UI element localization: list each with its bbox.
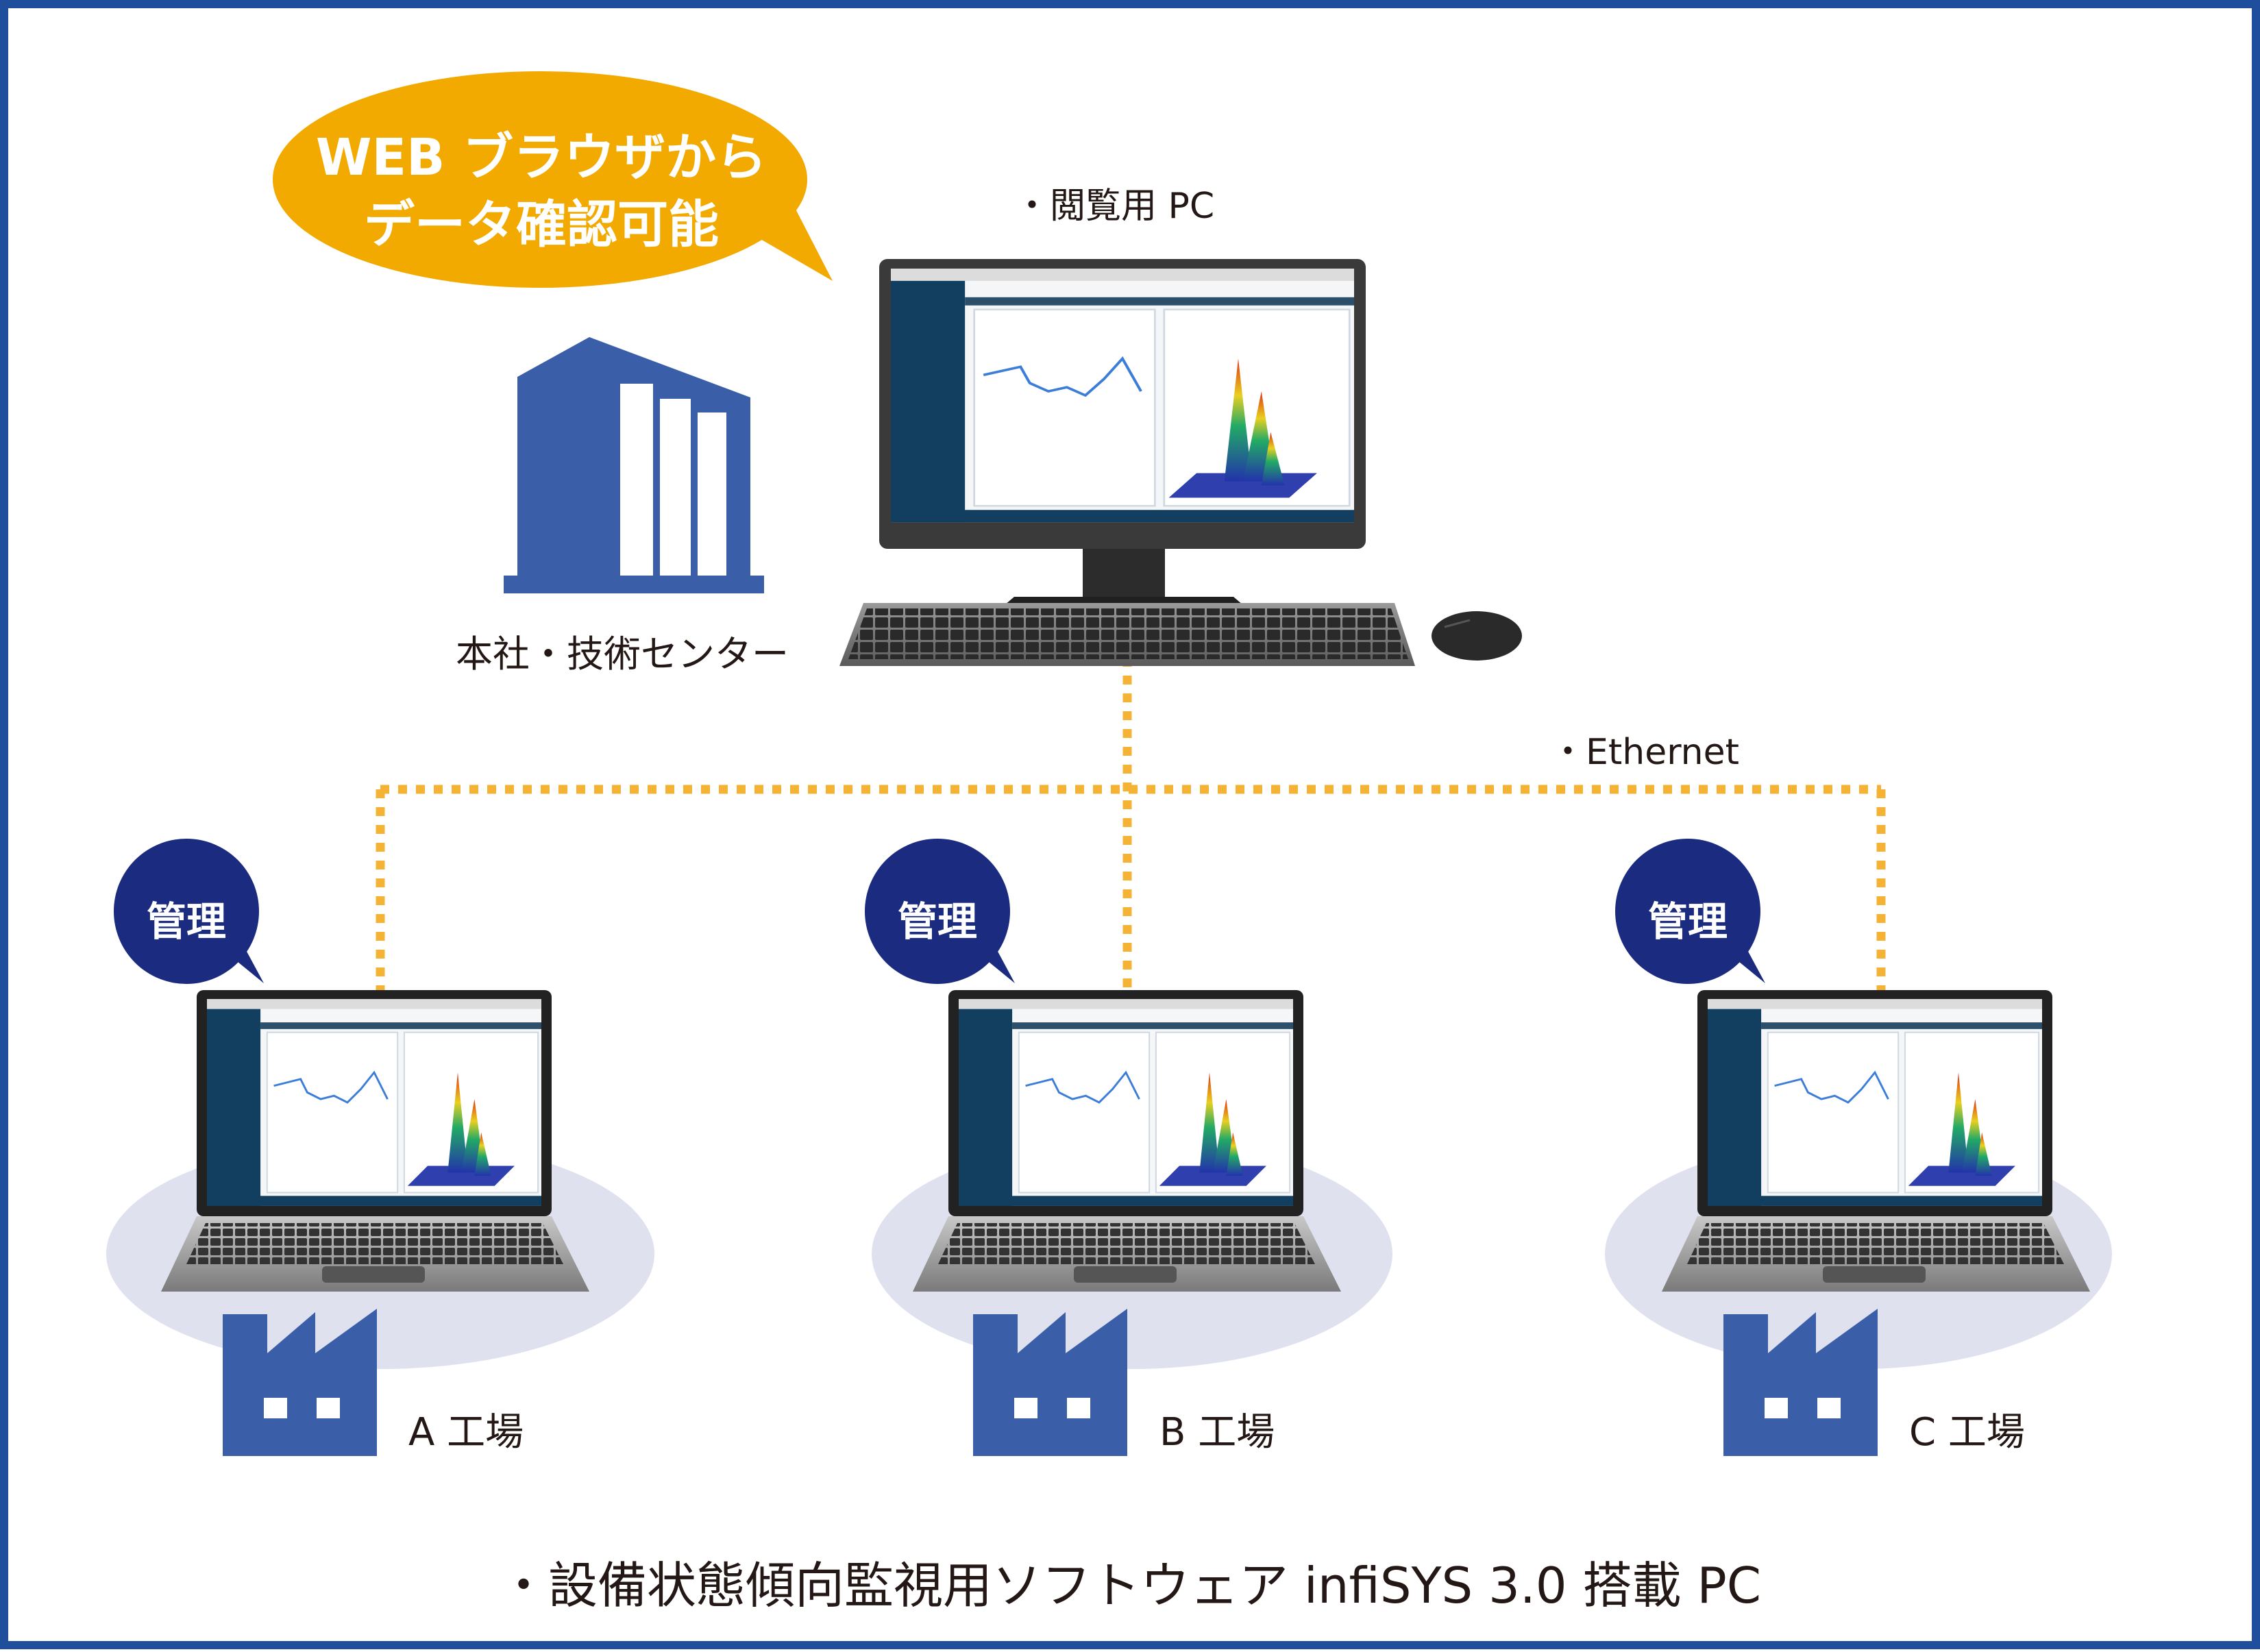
- site-b-badge-label: 管理: [897, 898, 977, 945]
- ethernet-label: ・Ethernet: [1550, 732, 1739, 773]
- site-c-badge-label: 管理: [1647, 898, 1728, 945]
- site-a-badge: [114, 839, 264, 984]
- site-a-label: A 工場: [408, 1410, 524, 1455]
- laptop-b-screen-content: [959, 999, 1293, 1206]
- office-building-icon: [504, 337, 764, 593]
- desktop-monitor: [879, 259, 1366, 608]
- laptop-c: [1662, 990, 2090, 1292]
- callout-line-2: データ確認可能: [364, 195, 719, 254]
- callout-bubble: [273, 71, 833, 288]
- site-c-label: C 工場: [1909, 1410, 2025, 1455]
- footer-caption: ・設備状態傾向監視用ソフトウェア infiSYS 3.0 搭載 PC: [498, 1557, 1762, 1614]
- viewer-pc-label: ・閲覧用 PC: [1014, 186, 1215, 227]
- laptop-a: [161, 990, 589, 1292]
- hq-label: 本社・技術センター: [456, 632, 789, 676]
- callout-line-1: WEB ブラウザから: [315, 128, 767, 187]
- ethernet-connection-lines: [376, 658, 1886, 990]
- site-b-badge: [865, 839, 1015, 984]
- mouse-icon: [1432, 611, 1522, 661]
- site-a-badge-label: 管理: [146, 898, 226, 945]
- laptop-b: [913, 990, 1341, 1292]
- factory-icon: [1723, 1309, 1878, 1456]
- monitor-screen-content: [891, 269, 1354, 522]
- factory-icon: [973, 1309, 1127, 1456]
- laptop-a-screen-content: [207, 999, 541, 1206]
- factory-icon: [223, 1309, 377, 1456]
- site-b-label: B 工場: [1159, 1410, 1275, 1455]
- site-c-badge: [1615, 839, 1765, 984]
- keyboard-icon: [839, 603, 1415, 666]
- laptop-c-screen-content: [1708, 999, 2042, 1206]
